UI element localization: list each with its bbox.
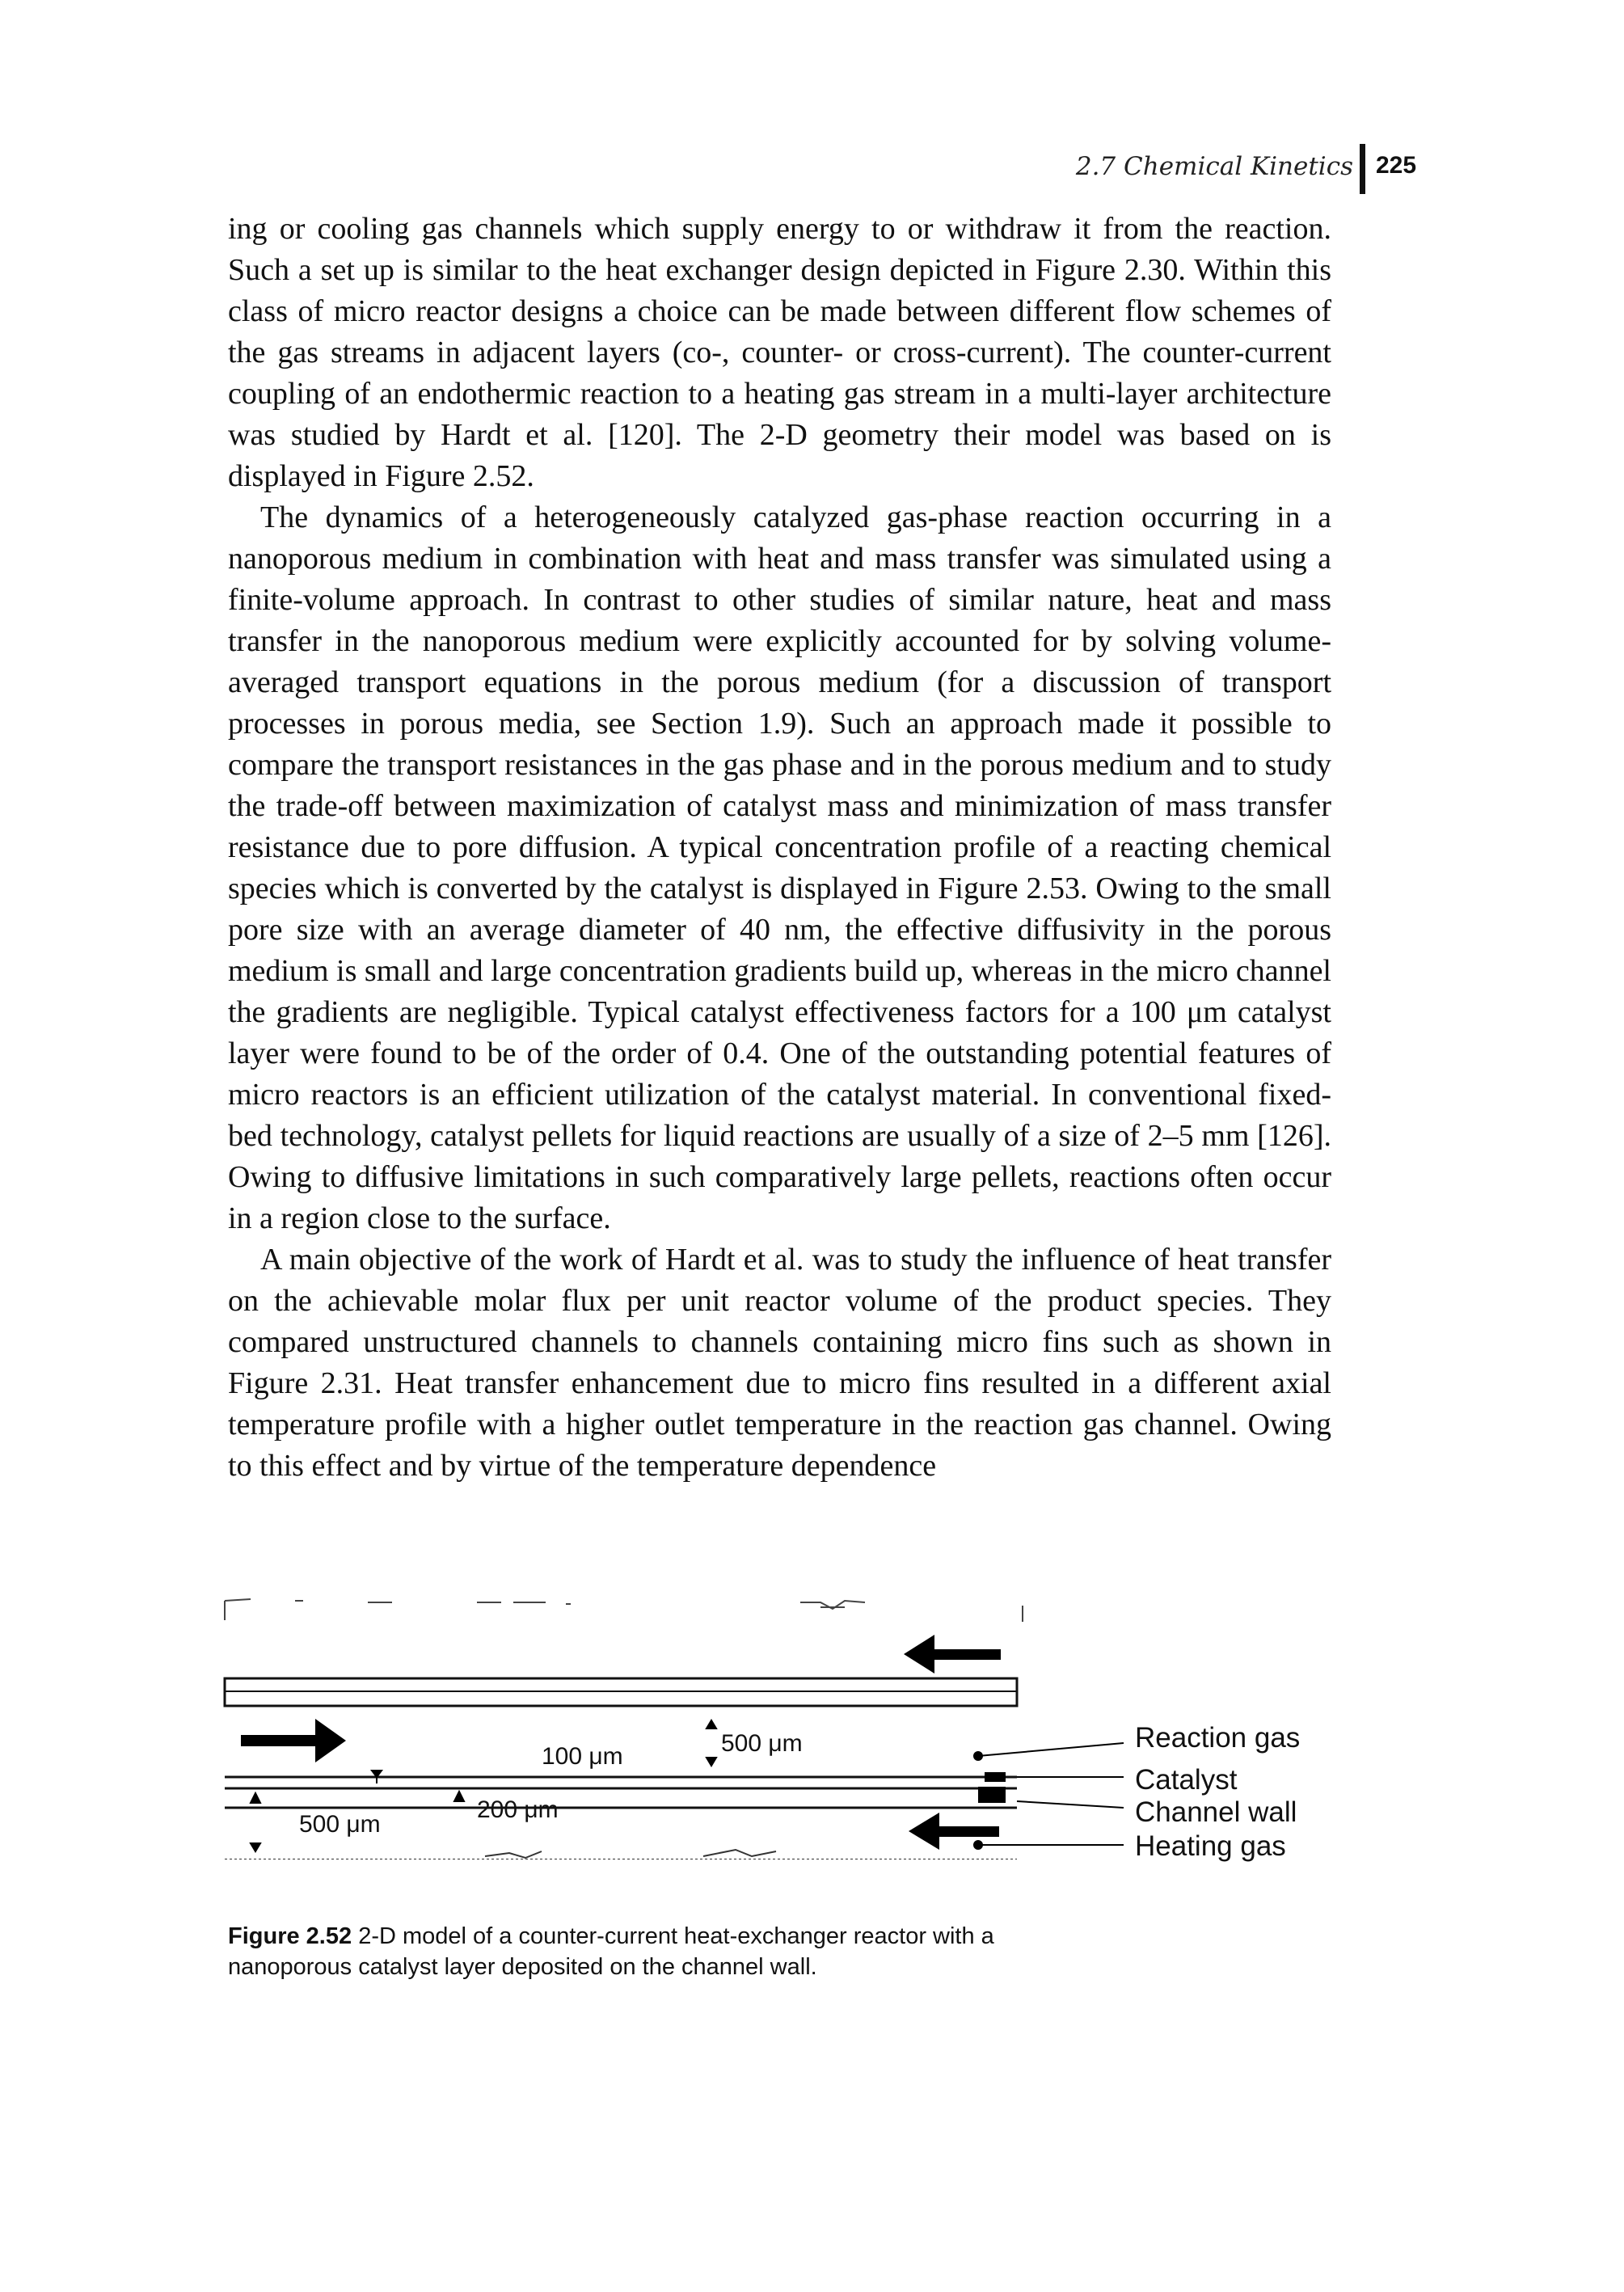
label-reaction-gas: Reaction gas [1135, 1722, 1301, 1754]
header-rule [1360, 144, 1365, 194]
figure-2-52: Reaction gas Catalyst Channel wall Heati… [218, 1585, 1350, 1862]
top-border-artifacts [224, 1598, 1023, 1622]
paragraph-1: ing or cooling gas channels which supply… [228, 212, 1331, 493]
caption-figure-number: Figure 2.52 [228, 1923, 352, 1949]
dim-reaction-channel-height: 500 μm [721, 1730, 803, 1757]
page-number: 225 [1376, 152, 1417, 179]
dim-heating-channel-height: 500 μm [299, 1811, 381, 1838]
running-head: 2.7 Chemical Kinetics [1075, 152, 1353, 181]
body-text: ing or cooling gas channels which supply… [228, 209, 1331, 1487]
reactor-diagram [223, 1598, 1124, 1859]
dim-catalyst-thickness: 100 μm [542, 1743, 623, 1770]
paragraph-2: The dynamics of a heterogeneously cataly… [228, 500, 1331, 1235]
reaction-gas-arrow-icon [241, 1719, 346, 1762]
wall-marker [978, 1787, 1006, 1803]
label-channel-wall: Channel wall [1135, 1796, 1297, 1828]
dim-wall-thickness: 200 μm [477, 1796, 559, 1823]
top-counterflow-arrow-icon [904, 1635, 1001, 1674]
label-catalyst: Catalyst [1135, 1764, 1238, 1796]
caption-text: 2-D model of a counter-current heat-exch… [228, 1923, 994, 1980]
label-heating-gas: Heating gas [1135, 1830, 1286, 1862]
leader-lines [973, 1742, 1124, 1850]
paragraph-3: A main objective of the work of Hardt et… [228, 1243, 1331, 1483]
dimension-arrows [249, 1719, 718, 1853]
catalyst-marker [985, 1772, 1006, 1782]
heating-gas-arrow-icon [909, 1813, 999, 1850]
page-header: 2.7 Chemical Kinetics 225 [0, 144, 1624, 194]
figure-caption: Figure 2.52 2-D model of a counter-curre… [228, 1921, 1036, 1982]
